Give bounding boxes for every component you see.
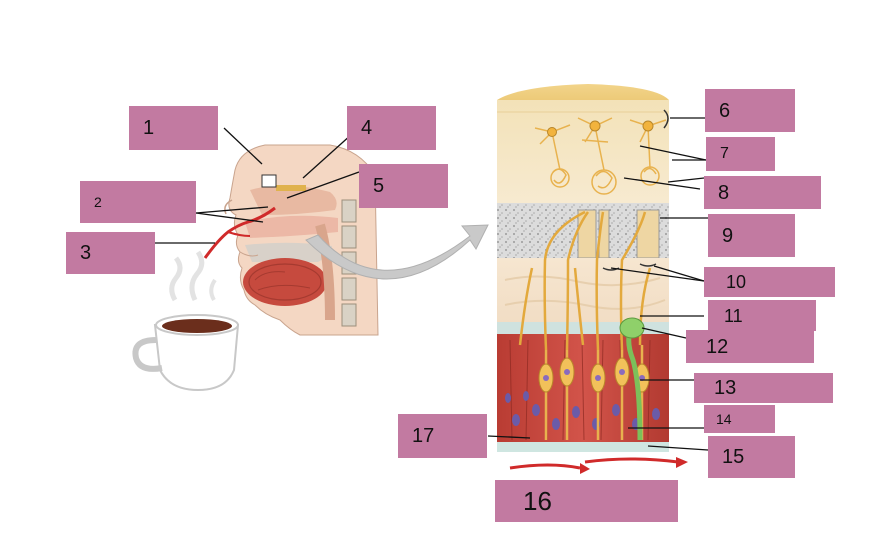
label-box-5: 5 bbox=[359, 164, 448, 208]
olfactory-bulb-small bbox=[276, 185, 306, 191]
label-box-16: 16 bbox=[495, 480, 678, 522]
supporting-cell-green bbox=[619, 317, 645, 441]
label-box-3: 3 bbox=[66, 232, 155, 274]
label-box-9: 9 bbox=[708, 214, 795, 257]
label-box-8: 8 bbox=[704, 176, 821, 209]
odor-airflow-arrow bbox=[203, 206, 276, 259]
zoom-region-marker bbox=[261, 174, 277, 188]
label-box-1: 1 bbox=[129, 106, 218, 150]
basal-cell-nuclei bbox=[505, 391, 660, 430]
label-box-7: 7 bbox=[706, 137, 775, 171]
label-box-14: 14 bbox=[704, 405, 775, 433]
coffee-cup bbox=[132, 250, 240, 392]
mucus-layer bbox=[497, 442, 669, 452]
head-profile bbox=[203, 144, 379, 336]
label-box-2: 2 bbox=[80, 181, 196, 223]
label-box-15: 15 bbox=[708, 436, 795, 478]
olfactory-receptor-neurons bbox=[538, 345, 650, 440]
zoom-arrow bbox=[305, 224, 489, 280]
airflow-arrow-1 bbox=[509, 463, 581, 470]
airflow-arrow-2 bbox=[584, 457, 679, 464]
label-box-12: 12 bbox=[686, 330, 814, 363]
zoom-block bbox=[497, 84, 688, 474]
label-box-13: 13 bbox=[694, 373, 833, 403]
label-box-6: 6 bbox=[705, 89, 795, 132]
tongue bbox=[243, 258, 327, 306]
label-box-11: 11 bbox=[708, 300, 816, 331]
label-box-17: 17 bbox=[398, 414, 487, 458]
mitral-cells bbox=[534, 117, 667, 171]
label-box-4: 4 bbox=[347, 106, 436, 150]
leader-lines bbox=[155, 117, 709, 451]
olfactory-bulb-layer bbox=[497, 100, 669, 203]
label-box-10: 10 bbox=[704, 267, 835, 297]
